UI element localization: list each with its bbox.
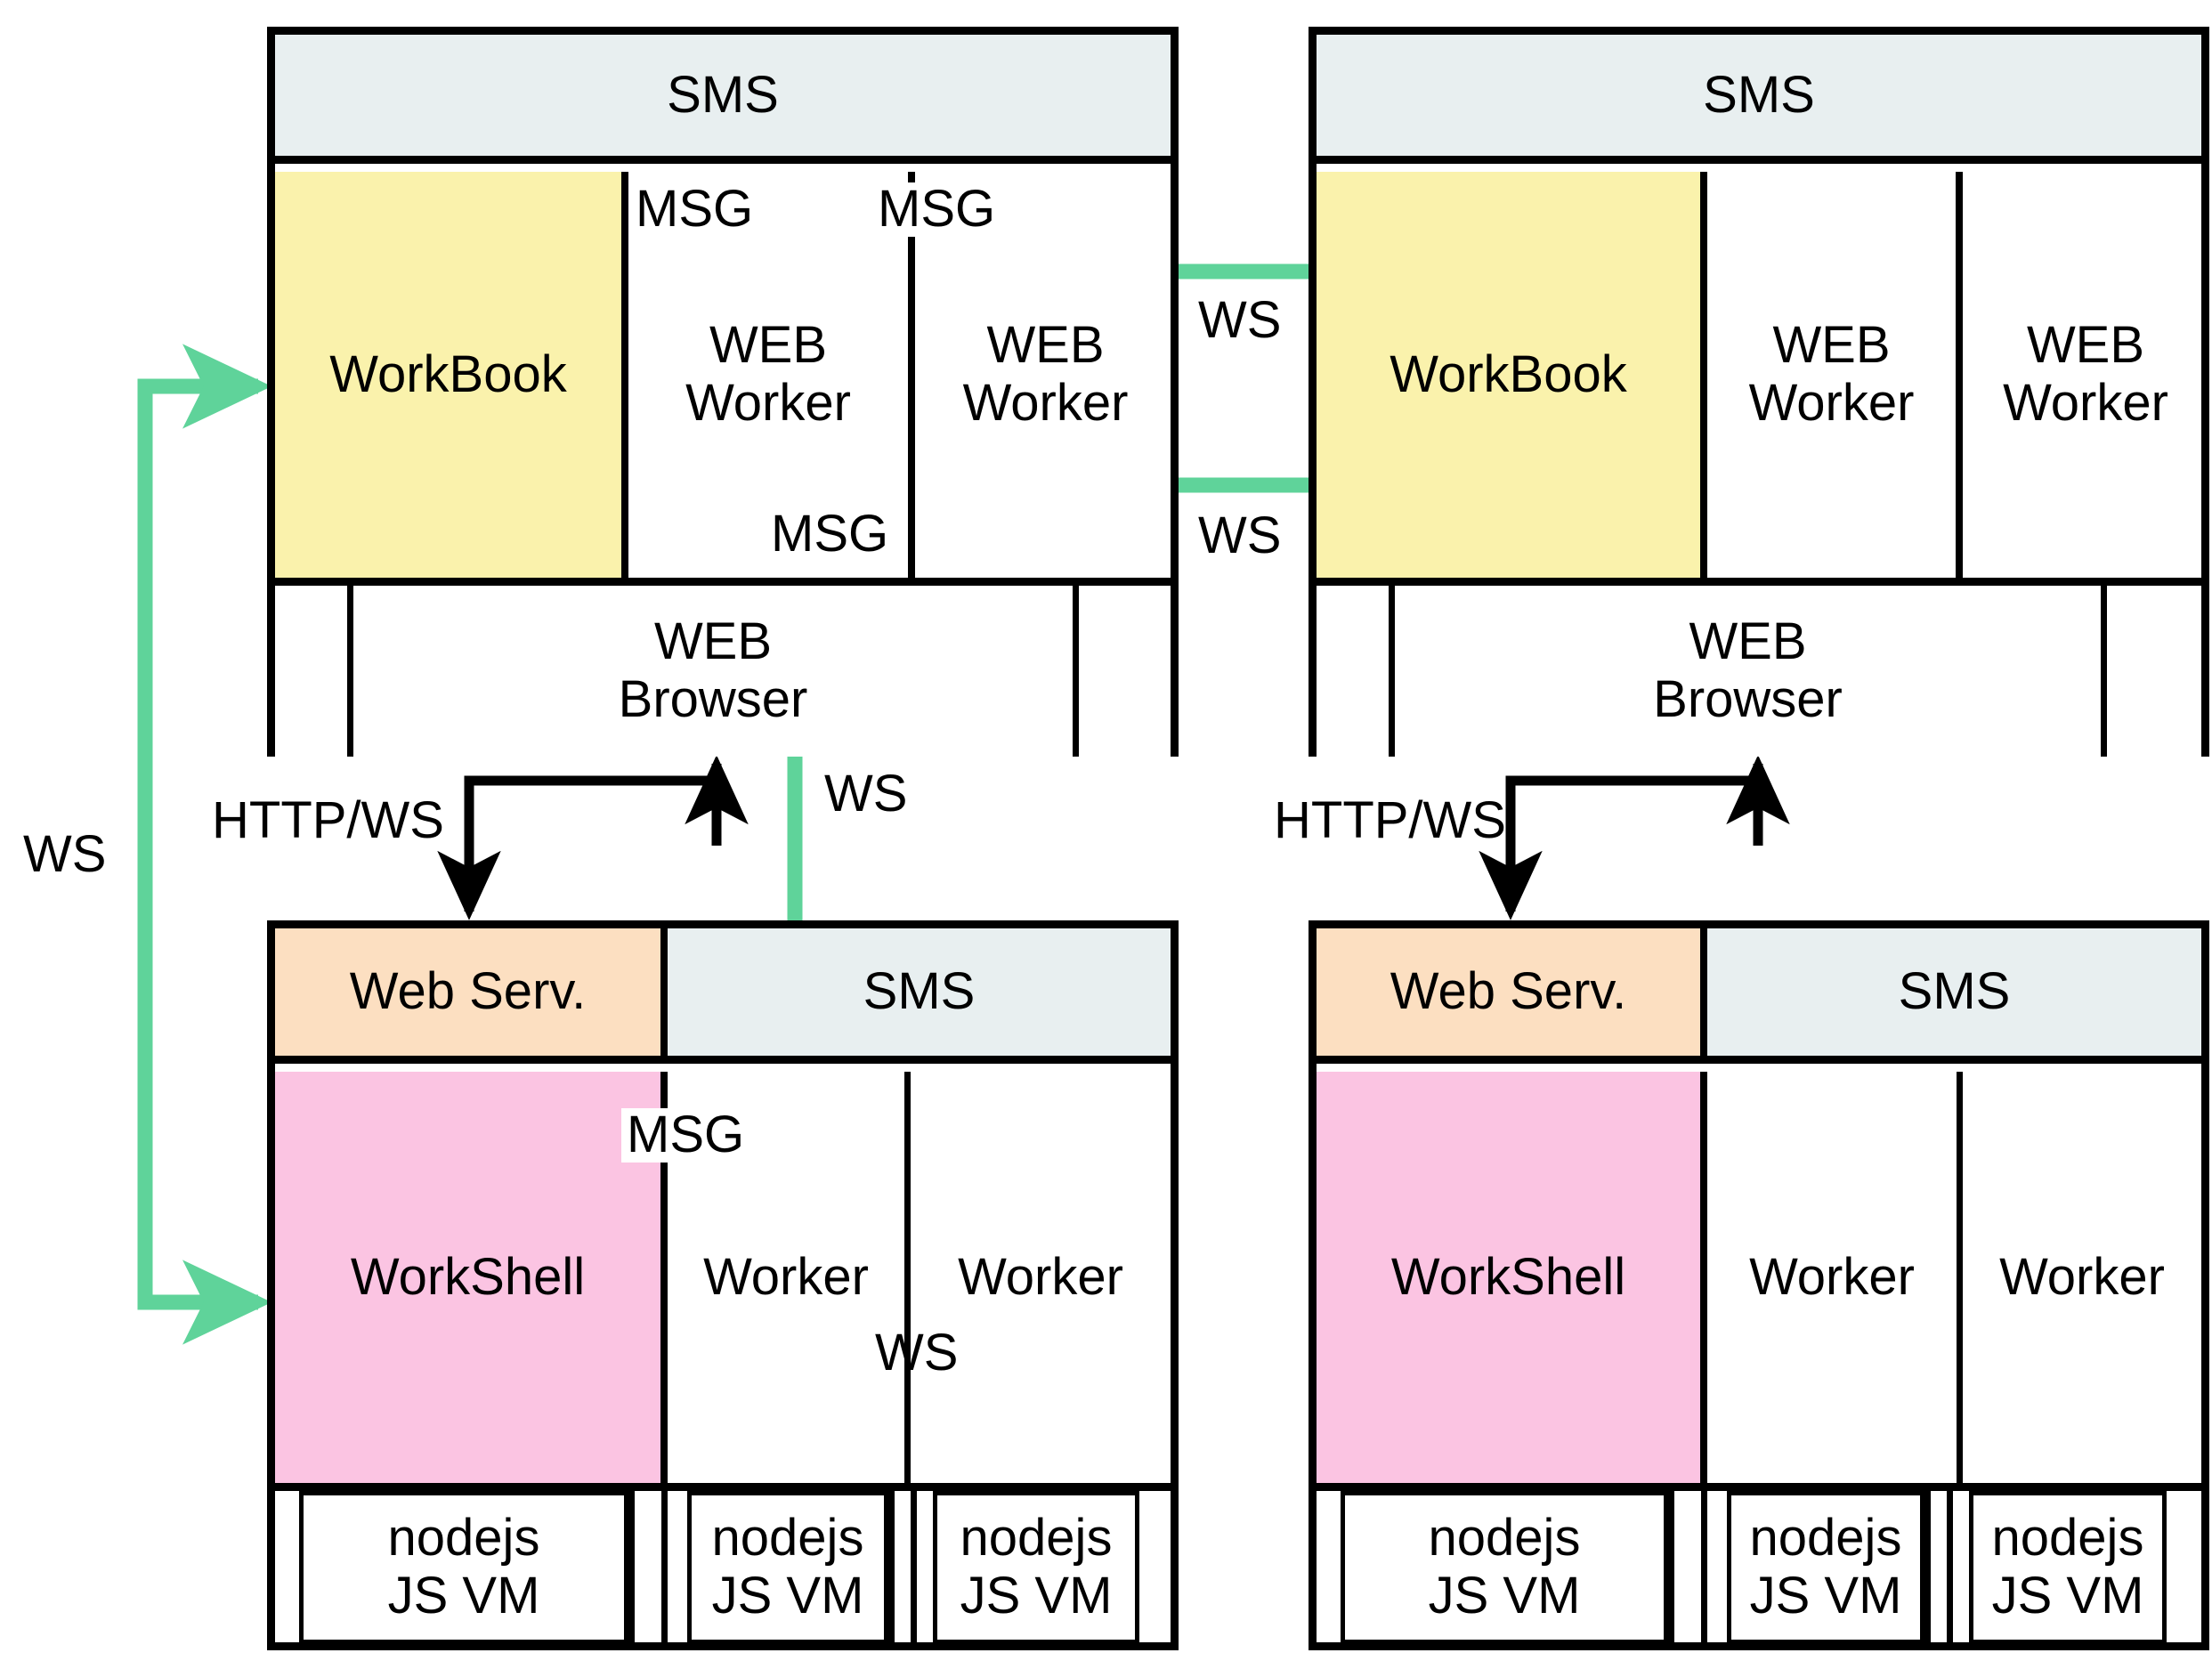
cell-web-worker-right-2: WEB Worker bbox=[1970, 172, 2201, 578]
cell-web-browser-right: WEB Browser bbox=[1395, 586, 2107, 757]
cell-label: Worker bbox=[958, 1247, 1123, 1306]
cell-workshell-left: WorkShell bbox=[275, 1072, 668, 1483]
label-msg-worker1-worker2: MSG bbox=[872, 182, 1001, 237]
cell-web-worker-left-2: WEB Worker bbox=[920, 172, 1171, 578]
vm-separator bbox=[911, 1491, 917, 1644]
cell-label: WEB Worker bbox=[685, 316, 851, 432]
vm-separator bbox=[661, 1491, 668, 1644]
divider-vm-row-right bbox=[1317, 1483, 2201, 1491]
label-ws-worker-server: WS bbox=[875, 1324, 959, 1381]
label-ws-client-top: WS bbox=[1193, 293, 1287, 348]
cell-worker-left-2: Worker bbox=[911, 1072, 1171, 1483]
cell-nodejs-vm-left-3: nodejs JS VM bbox=[933, 1491, 1139, 1644]
vm-separator bbox=[1947, 1491, 1953, 1644]
cell-web-browser-left: WEB Browser bbox=[353, 586, 1079, 757]
cell-host-stub-left-1 bbox=[275, 586, 353, 757]
cell-label: Worker bbox=[1749, 1247, 1915, 1306]
cell-label: nodejs JS VM bbox=[711, 1509, 864, 1624]
cell-host-stub-right-1 bbox=[1317, 586, 1395, 757]
vm-separator bbox=[1668, 1491, 1674, 1644]
cell-label: WEB Worker bbox=[1748, 316, 1915, 432]
cell-label: SMS bbox=[863, 962, 976, 1021]
cell-web-server-right: Web Serv. bbox=[1317, 928, 1707, 1064]
vm-separator bbox=[888, 1491, 895, 1644]
cell-label: nodejs JS VM bbox=[1749, 1509, 1902, 1624]
divider-host-row-right bbox=[1317, 578, 2201, 586]
cell-web-worker-right-1: WEB Worker bbox=[1707, 172, 1963, 578]
cell-label: SMS bbox=[667, 65, 779, 124]
label-ws-left-bracket: WS bbox=[23, 825, 107, 883]
cell-nodejs-vm-right-3: nodejs JS VM bbox=[1969, 1491, 2167, 1644]
cell-sms-client-left: SMS bbox=[275, 35, 1171, 164]
label-httpws-left: HTTP/WS bbox=[212, 791, 444, 849]
cell-label: SMS bbox=[1898, 962, 2011, 1021]
cell-sms-server-right: SMS bbox=[1707, 928, 2201, 1064]
cell-label: WEB Worker bbox=[2003, 316, 2168, 432]
cell-label: WEB Browser bbox=[1653, 612, 1843, 728]
cell-host-stub-left-2 bbox=[1079, 586, 1171, 757]
cell-worker-right-2: Worker bbox=[1963, 1072, 2201, 1483]
cell-workshell-right: WorkShell bbox=[1317, 1072, 1707, 1483]
cell-label: nodejs JS VM bbox=[387, 1509, 540, 1624]
cell-label: WorkShell bbox=[1390, 1247, 1626, 1306]
cell-sms-server-left: SMS bbox=[668, 928, 1171, 1064]
httpws-connector-left bbox=[437, 755, 749, 920]
cell-label: Worker bbox=[703, 1247, 869, 1306]
cell-label: WorkBook bbox=[329, 344, 567, 403]
cell-nodejs-vm-left-2: nodejs JS VM bbox=[687, 1491, 888, 1644]
cell-nodejs-vm-right-2: nodejs JS VM bbox=[1727, 1491, 1924, 1644]
cell-host-stub-right-2 bbox=[2107, 586, 2201, 757]
label-ws-vertical: WS bbox=[819, 766, 913, 822]
divider-host-row-left bbox=[275, 578, 1171, 586]
divider-vm-row-left bbox=[275, 1483, 1171, 1491]
cell-workbook-right: WorkBook bbox=[1317, 172, 1707, 578]
cell-label: WorkBook bbox=[1390, 344, 1627, 403]
cell-label: Worker bbox=[1999, 1247, 2165, 1306]
cell-workbook-left: WorkBook bbox=[275, 172, 628, 578]
httpws-connector-right bbox=[1479, 755, 1790, 920]
cell-sms-client-right: SMS bbox=[1317, 35, 2201, 164]
cell-nodejs-vm-right-1: nodejs JS VM bbox=[1341, 1491, 1668, 1644]
label-msg-workbook-worker1: MSG bbox=[630, 182, 759, 237]
cell-worker-right-1: Worker bbox=[1707, 1072, 1963, 1483]
label-msg-workbook-worker2: MSG bbox=[766, 506, 895, 562]
cell-label: SMS bbox=[1703, 65, 1815, 124]
vm-separator bbox=[1924, 1491, 1931, 1644]
cell-label: WEB Browser bbox=[618, 612, 808, 728]
cell-label: nodejs JS VM bbox=[1428, 1509, 1581, 1624]
vm-separator bbox=[1701, 1491, 1707, 1644]
cell-label: nodejs JS VM bbox=[1991, 1509, 2144, 1624]
cell-label: WEB Worker bbox=[962, 316, 1129, 432]
cell-label: Web Serv. bbox=[349, 962, 587, 1021]
cell-nodejs-vm-left-1: nodejs JS VM bbox=[299, 1491, 628, 1644]
cell-label: Web Serv. bbox=[1390, 962, 1627, 1021]
label-ws-client-bottom: WS bbox=[1193, 508, 1287, 563]
cell-label: WorkShell bbox=[350, 1247, 586, 1306]
label-httpws-right: HTTP/WS bbox=[1274, 791, 1506, 849]
cell-label: nodejs JS VM bbox=[960, 1509, 1113, 1624]
vm-separator bbox=[628, 1491, 635, 1644]
cell-web-server-left: Web Serv. bbox=[275, 928, 668, 1064]
label-msg-workshell-worker: MSG bbox=[621, 1107, 750, 1163]
